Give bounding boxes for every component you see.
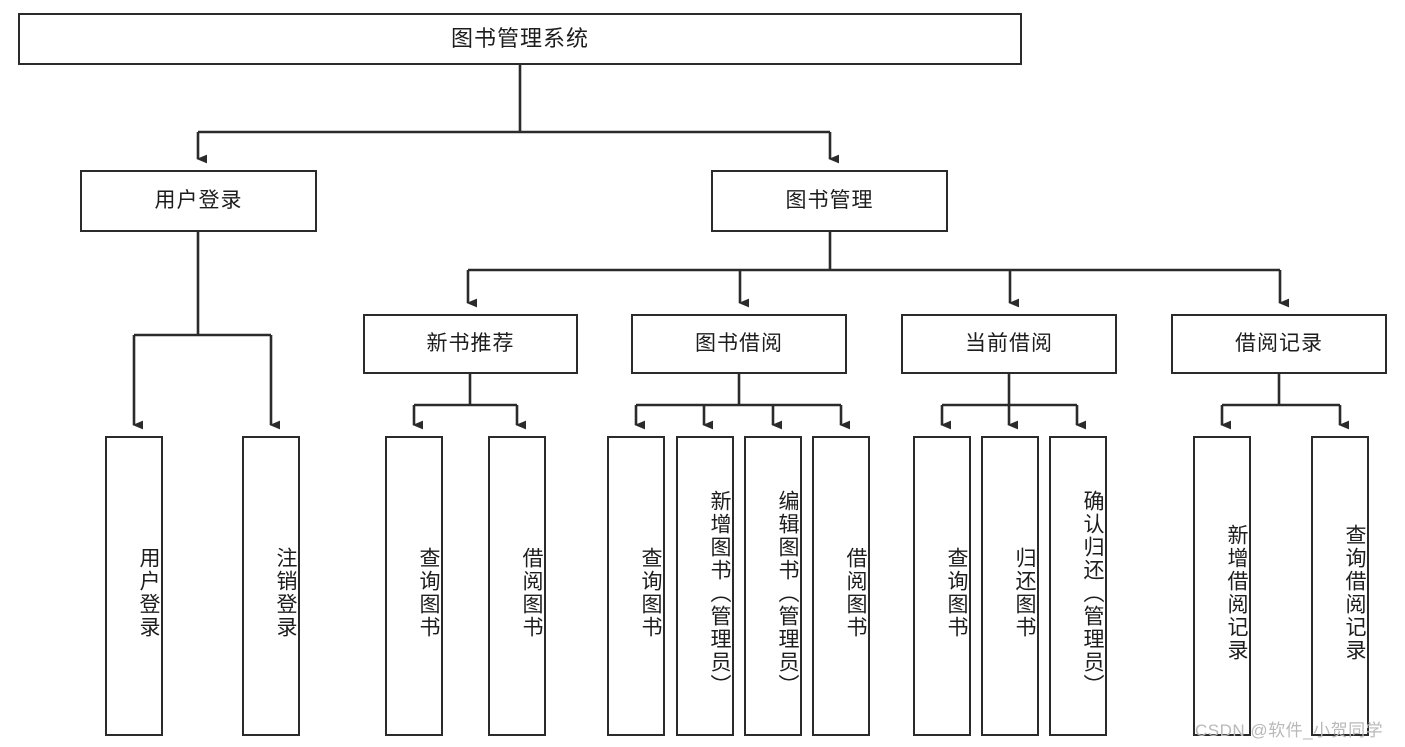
csdn-watermark: CSDN @软件_小贺同学 (1195, 721, 1384, 740)
node-new-book-recommend[interactable]: 新书推荐 (363, 314, 578, 374)
node-leaf-query-book-2[interactable]: 查询图书 (607, 436, 665, 736)
node-borrow-record-label: 借阅记录 (1235, 332, 1323, 356)
node-current-borrow[interactable]: 当前借阅 (901, 314, 1117, 374)
node-leaf-add-record-label: 新增借阅记录 (1225, 524, 1248, 662)
node-leaf-return-book[interactable]: 归还图书 (981, 436, 1039, 736)
node-leaf-query-book-1-label: 查询图书 (417, 547, 440, 639)
node-leaf-query-book-2-label: 查询图书 (639, 547, 662, 639)
node-book-borrow[interactable]: 图书借阅 (631, 314, 847, 374)
node-leaf-logout-label: 注销登录 (274, 547, 297, 639)
node-leaf-query-book-3[interactable]: 查询图书 (913, 436, 971, 736)
node-leaf-return-book-label: 归还图书 (1013, 547, 1036, 639)
node-leaf-edit-book-label: 编辑图书（管理员） (776, 489, 799, 697)
node-book-management[interactable]: 图书管理 (711, 170, 948, 232)
node-leaf-edit-book[interactable]: 编辑图书（管理员） (744, 436, 802, 736)
node-leaf-user-login[interactable]: 用户登录 (105, 436, 163, 736)
node-root-system[interactable]: 图书管理系统 (18, 13, 1022, 65)
node-leaf-query-book-1[interactable]: 查询图书 (385, 436, 443, 736)
node-leaf-borrow-book-2-label: 借阅图书 (844, 547, 867, 639)
node-leaf-add-record[interactable]: 新增借阅记录 (1193, 436, 1251, 736)
node-book-management-label: 图书管理 (785, 189, 874, 213)
node-leaf-add-book[interactable]: 新增图书（管理员） (676, 436, 734, 736)
node-root-label: 图书管理系统 (450, 25, 589, 51)
node-leaf-add-book-label: 新增图书（管理员） (708, 489, 731, 697)
node-borrow-record[interactable]: 借阅记录 (1171, 314, 1387, 374)
node-leaf-logout[interactable]: 注销登录 (242, 436, 300, 736)
node-leaf-borrow-book-1-label: 借阅图书 (520, 547, 543, 639)
node-new-book-recommend-label: 新书推荐 (426, 332, 515, 356)
node-leaf-borrow-book-2[interactable]: 借阅图书 (812, 436, 870, 736)
node-leaf-query-record-label: 查询借阅记录 (1343, 524, 1366, 662)
node-leaf-borrow-book-1[interactable]: 借阅图书 (488, 436, 546, 736)
node-leaf-confirm-return[interactable]: 确认归还（管理员） (1049, 436, 1107, 736)
node-user-login-label: 用户登录 (154, 189, 243, 213)
node-leaf-query-record[interactable]: 查询借阅记录 (1311, 436, 1369, 736)
node-user-login[interactable]: 用户登录 (80, 170, 317, 232)
node-leaf-query-book-3-label: 查询图书 (945, 547, 968, 639)
node-current-borrow-label: 当前借阅 (965, 332, 1053, 356)
node-leaf-user-login-label: 用户登录 (137, 547, 160, 639)
node-leaf-confirm-return-label: 确认归还（管理员） (1081, 489, 1104, 697)
node-book-borrow-label: 图书借阅 (695, 332, 783, 356)
